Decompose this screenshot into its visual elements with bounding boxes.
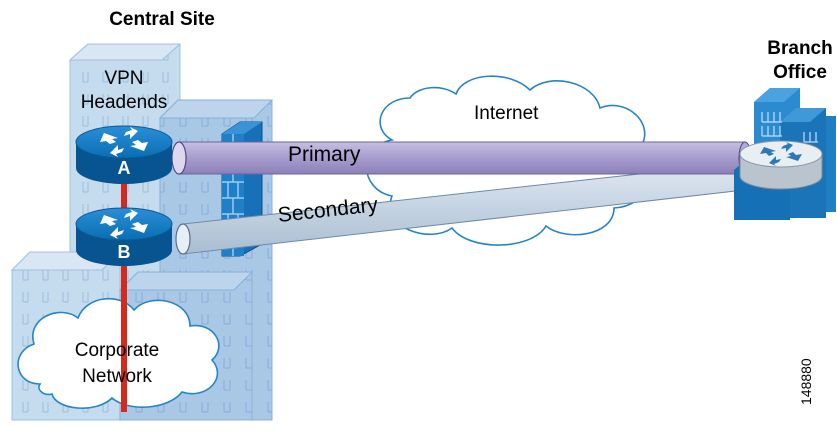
central-site-label: Central Site [109,9,215,30]
corporate-network-label-line2: Network [82,366,152,387]
primary-tunnel [171,141,752,175]
internet-label: Internet [474,103,539,124]
secondary-tunnel [175,162,745,255]
primary-tunnel-label: Primary [288,143,361,166]
branch-router-icon [739,140,823,190]
router-b-icon [75,207,173,266]
branch-office-label-line1: Branch [767,38,833,59]
router-b-label: B [117,242,131,262]
branch-office-label-line2: Office [773,62,827,83]
router-links [121,178,127,412]
router-a-label: A [117,158,131,178]
router-a-icon [75,125,173,184]
vpn-headends-label-line1: VPN [104,68,144,89]
corporate-network-cloud [17,297,220,409]
corporate-network-label-line1: Corporate [74,340,160,361]
vpn-headends-label-line2: Headends [80,92,168,113]
figure-id-label: 148880 [798,358,814,405]
